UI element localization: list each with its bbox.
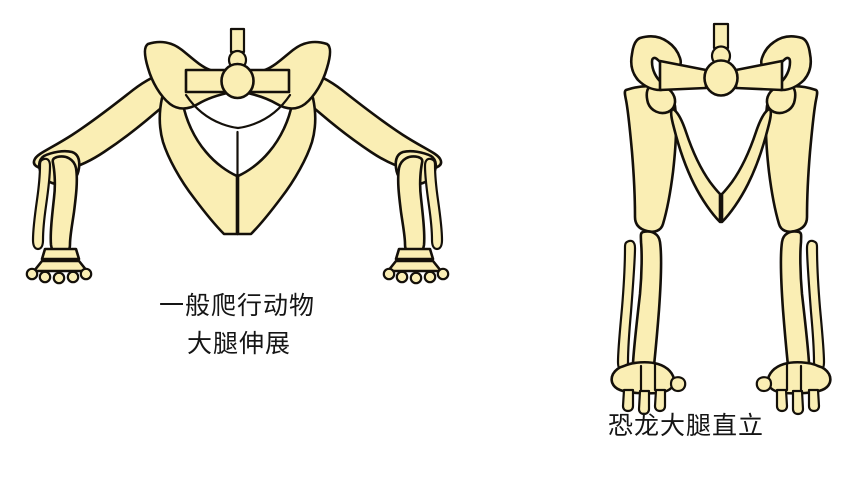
dino-left-toe-2 — [637, 389, 651, 416]
left-toe-5 — [79, 267, 93, 281]
dino-left-toe-1 — [621, 388, 635, 413]
right-toe-2 — [423, 270, 437, 284]
left-tarsal-lower — [32, 259, 89, 273]
figure-sprawling-reptile — [25, 27, 450, 285]
dino-left-tarsus — [610, 360, 676, 395]
dino-left-hindlimb — [610, 84, 687, 416]
dino-neural-spine — [712, 22, 730, 50]
sprawling-neural-spine — [229, 27, 246, 54]
caption-erect-dinosaur: 恐龙大腿直立 — [608, 408, 838, 446]
left-toe-2 — [38, 270, 52, 284]
dino-left-ilium — [629, 35, 683, 92]
dino-right-hallux — [755, 376, 773, 393]
right-toe-1 — [436, 267, 450, 281]
dino-right-toe-3 — [775, 388, 789, 413]
sprawling-acetabulum-outline — [184, 93, 292, 130]
right-toe-4 — [395, 270, 409, 284]
dino-right-ilium — [759, 35, 813, 92]
dino-right-toe-1 — [807, 388, 821, 413]
right-hindlimb-sprawling — [289, 69, 450, 285]
figure-erect-dinosaur — [610, 22, 832, 416]
sprawling-centrum — [220, 62, 255, 100]
right-toe-3 — [409, 271, 423, 285]
left-toe-1 — [25, 267, 39, 281]
dino-right-tarsus — [766, 360, 832, 395]
caption-sprawling-line-2: 大腿伸展 — [186, 331, 291, 358]
caption-erect-line-1: 恐龙大腿直立 — [608, 413, 765, 440]
dino-left-hallux — [669, 376, 687, 393]
dino-centrum — [703, 59, 739, 97]
right-toe-5 — [382, 267, 396, 281]
dino-right-hindlimb — [755, 84, 832, 416]
right-tarsal-upper — [394, 247, 435, 261]
left-hindlimb-sprawling — [25, 69, 186, 285]
dino-left-toe-3 — [653, 388, 667, 413]
left-tarsal-upper — [40, 247, 81, 261]
left-toe-4 — [66, 270, 80, 284]
caption-sprawling-line-1: 一般爬行动物 — [158, 293, 315, 320]
right-fibula-bone — [423, 157, 444, 251]
left-toe-3 — [52, 271, 66, 285]
left-fibula-bone — [31, 157, 52, 251]
dino-right-toe-2 — [791, 389, 805, 416]
right-tarsal-lower — [386, 259, 443, 273]
caption-sprawling-reptile: 一般爬行动物 大腿伸展 — [132, 288, 342, 364]
